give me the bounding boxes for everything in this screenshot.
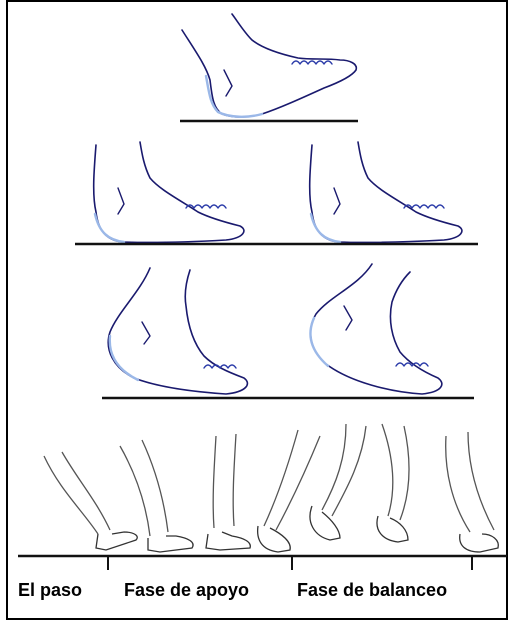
caption-swing-phase: Fase de balanceo — [297, 580, 447, 601]
leg-6 — [377, 424, 409, 542]
figure-border — [7, 1, 507, 619]
leg-1 — [44, 452, 137, 550]
walking-sequence — [44, 424, 498, 552]
foot-row2-right — [310, 142, 462, 242]
foot-row2-left — [94, 142, 244, 242]
caption-stance-phase: Fase de apoyo — [124, 580, 249, 601]
leg-4 — [258, 430, 320, 552]
foot-top-center — [180, 14, 358, 121]
leg-3 — [206, 434, 250, 550]
leg-2 — [120, 440, 193, 552]
foot-row3-left — [108, 268, 247, 394]
caption-step: El paso — [18, 580, 82, 601]
foot-row3-right — [310, 264, 441, 394]
leg-7 — [446, 432, 499, 552]
